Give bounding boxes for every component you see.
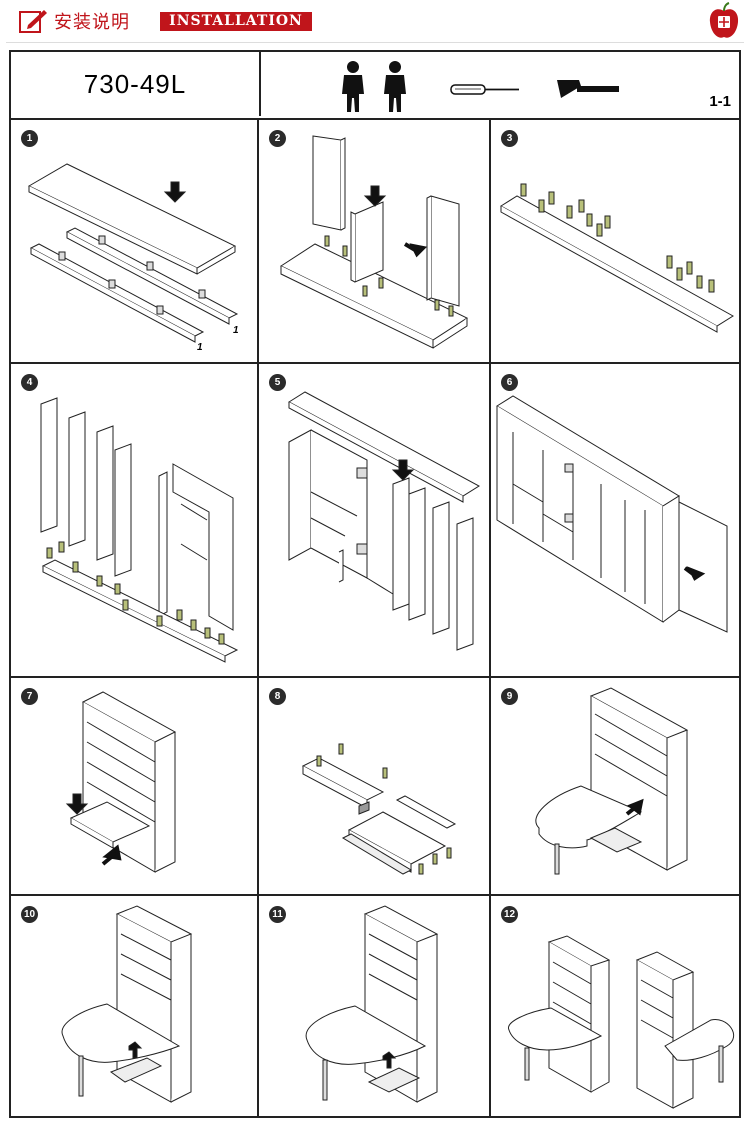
step-7: 7	[11, 678, 259, 896]
step-4-illustration	[40, 397, 239, 663]
step-5-illustration	[288, 391, 480, 651]
step-9-illustration	[535, 687, 689, 875]
title-group: 安装说明	[18, 8, 130, 34]
tools-area: 1-1	[261, 52, 739, 116]
step-12-illustration	[508, 935, 734, 1109]
step-1-illustration	[27, 163, 239, 343]
person-icon	[342, 61, 364, 112]
page-title-en: INSTALLATION	[160, 12, 312, 31]
page-number: 1-1	[709, 93, 731, 110]
step-5-number: 5	[269, 374, 286, 391]
step-11-illustration	[305, 905, 439, 1103]
step-3: 3	[491, 120, 739, 364]
sheet-header: 730-49L	[11, 52, 739, 120]
tools-illustration	[342, 61, 619, 112]
step-7-illustration	[65, 691, 177, 873]
step-3-illustration	[500, 183, 734, 333]
step-10: 10	[11, 896, 259, 1118]
step-8-number: 8	[269, 688, 286, 705]
divider	[6, 42, 744, 43]
step-9: 9	[491, 678, 739, 896]
step-5: 5	[259, 364, 491, 678]
step-2: 2	[259, 120, 491, 364]
step-8-illustration	[301, 743, 457, 875]
step-11: 11	[259, 896, 491, 1118]
step-1-label: 1	[197, 342, 203, 353]
page-title-cn: 安装说明	[54, 12, 130, 33]
step-4: 4	[11, 364, 259, 678]
step-8: 8	[259, 678, 491, 896]
step-9-number: 9	[501, 688, 518, 705]
step-10-number: 10	[21, 906, 38, 923]
step-1-number: 1	[21, 130, 38, 147]
step-10-illustration	[61, 905, 193, 1103]
model-number: 730-49L	[11, 52, 261, 116]
top-bar: 安装说明 INSTALLATION	[0, 0, 750, 44]
edit-icon	[19, 10, 47, 33]
step-1: 1 1 1	[11, 120, 259, 364]
screwdriver-icon	[450, 84, 519, 95]
step-2-number: 2	[269, 130, 286, 147]
person-icon	[384, 61, 406, 112]
step-1-label: 1	[233, 325, 239, 336]
step-2-illustration	[279, 135, 469, 349]
step-6-illustration	[496, 395, 728, 633]
steps-grid: 1 1 1 2 3	[11, 120, 739, 1118]
hammer-icon	[557, 80, 619, 98]
step-12: 12	[491, 896, 739, 1118]
step-7-number: 7	[21, 688, 38, 705]
step-12-number: 12	[501, 906, 518, 923]
instruction-sheet: 730-49L	[9, 50, 741, 1118]
step-3-number: 3	[501, 130, 518, 147]
apple-logo-icon	[709, 2, 739, 38]
step-6-number: 6	[501, 374, 518, 391]
step-4-number: 4	[21, 374, 38, 391]
step-6: 6	[491, 364, 739, 678]
step-11-number: 11	[269, 906, 286, 923]
